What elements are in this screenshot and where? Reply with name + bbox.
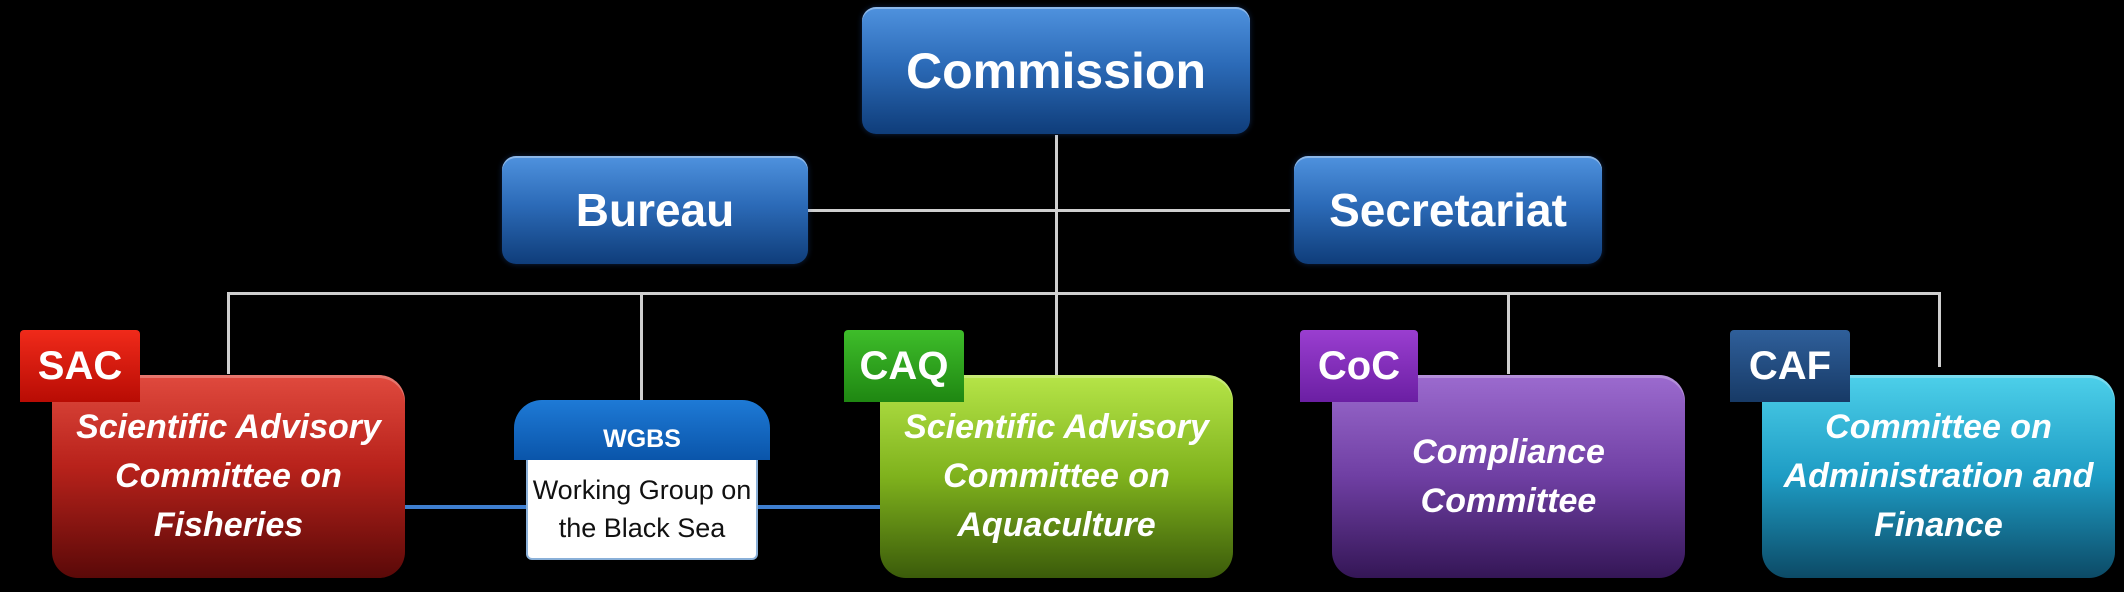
commission-box: Commission (862, 7, 1250, 134)
caq-tag-label: CAQ (859, 343, 949, 388)
commission-label: Commission (905, 42, 1207, 99)
sac-tag-label: SAC (37, 343, 123, 388)
coc-tag: CoC (1300, 330, 1418, 402)
connector-bureau-secretariat (808, 209, 1290, 212)
connector-wgbs (640, 292, 643, 402)
caf-committee-box: Committee on Administration and Finance (1762, 375, 2115, 578)
sac-committee-box: Scientific Advisory Committee on Fisheri… (52, 375, 405, 578)
secretariat-box: Secretariat (1294, 156, 1602, 264)
sac-tag: SAC (20, 330, 140, 402)
secretariat-label: Secretariat (1329, 184, 1567, 236)
wgbs-name: Working Group on the Black Sea (532, 475, 752, 543)
caf-committee-name: Committee on Administration and Finance (1783, 408, 2094, 544)
connector-committees-horizontal (227, 292, 1941, 295)
wgbs-header: WGBS (514, 400, 770, 460)
connector-sac-wgbs (405, 505, 530, 509)
connector-coc (1507, 292, 1510, 374)
coc-committee-box: Compliance Committee (1332, 375, 1685, 578)
sac-committee-name: Scientific Advisory Committee on Fisheri… (76, 408, 381, 544)
connector-commission-vertical (1055, 135, 1058, 375)
caq-tag: CAQ (844, 330, 964, 402)
connector-caf (1938, 292, 1941, 367)
caf-tag: CAF (1730, 330, 1850, 402)
wgbs-box: Working Group on the Black Sea (526, 460, 758, 560)
coc-committee-name: Compliance Committee (1412, 432, 1605, 520)
caf-tag-label: CAF (1748, 343, 1832, 388)
wgbs-tag-label: WGBS (603, 425, 681, 453)
caq-committee-name: Scientific Advisory Committee on Aquacul… (904, 408, 1209, 544)
connector-wgbs-caq (755, 505, 880, 509)
bureau-label: Bureau (575, 184, 735, 236)
coc-tag-label: CoC (1317, 343, 1401, 388)
caq-committee-box: Scientific Advisory Committee on Aquacul… (880, 375, 1233, 578)
bureau-box: Bureau (502, 156, 808, 264)
connector-sac (227, 292, 230, 374)
